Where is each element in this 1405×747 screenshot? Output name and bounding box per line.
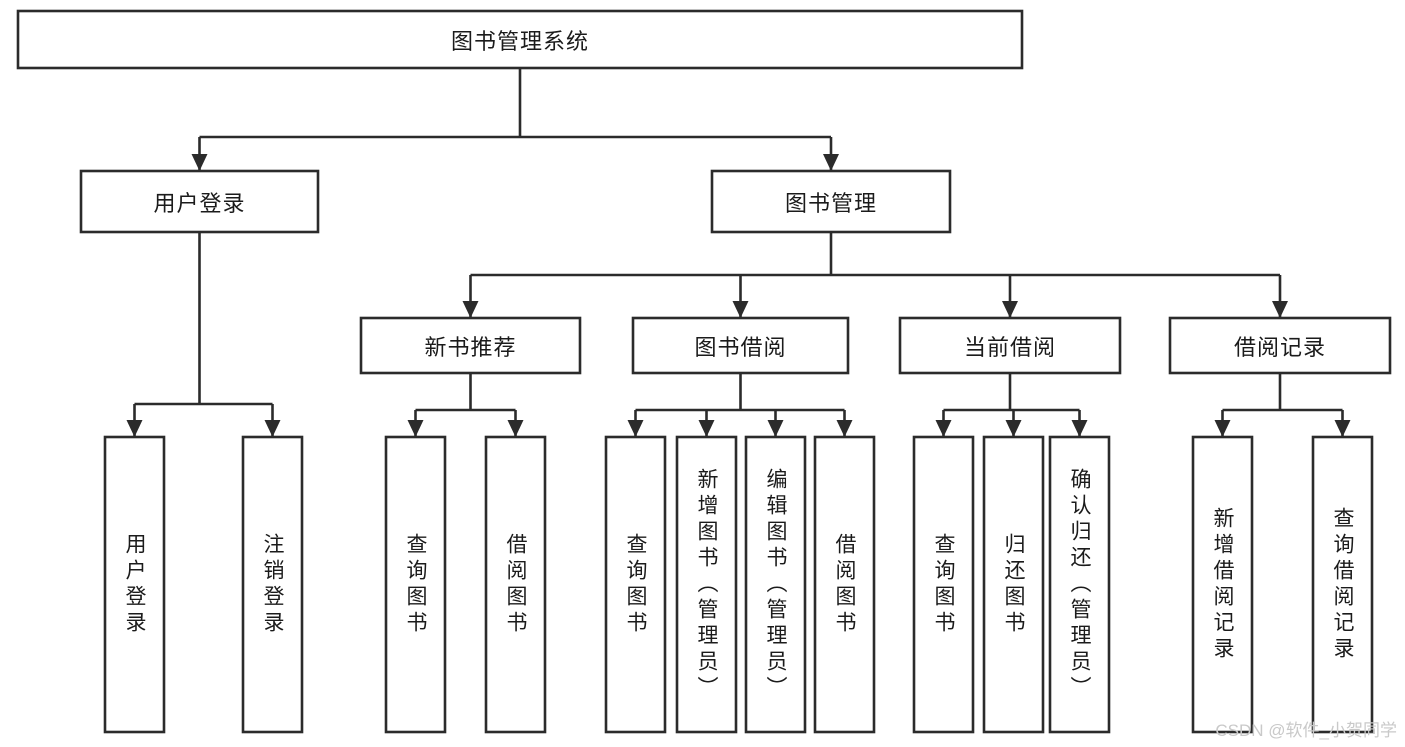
node-leaf-return-book[interactable] (982, 435, 1045, 734)
arrowhead-icon (126, 420, 143, 437)
node-leaf-edit-book[interactable] (744, 435, 807, 734)
arrowhead-icon (407, 420, 424, 437)
node-leaf-confirm-return[interactable] (1048, 435, 1111, 734)
node-current-borrow[interactable] (898, 316, 1122, 375)
arrowhead-icon (732, 301, 749, 318)
arrowhead-icon (264, 420, 281, 437)
node-book-manage[interactable] (710, 169, 952, 234)
arrowhead-icon (767, 420, 784, 437)
arrowhead-icon (1272, 301, 1288, 318)
arrowhead-icon (627, 420, 644, 437)
arrowhead-icon (507, 420, 524, 437)
arrowhead-icon (191, 154, 208, 171)
connector-layer (126, 68, 1351, 437)
arrowhead-icon (1334, 420, 1351, 437)
node-root[interactable] (16, 9, 1024, 70)
arrowhead-icon (1214, 420, 1231, 437)
node-new-book-recommend[interactable] (359, 316, 582, 375)
node-leaf-borrow-book[interactable] (813, 435, 876, 734)
arrowhead-icon (698, 420, 715, 437)
node-borrow-record[interactable] (1168, 316, 1392, 375)
node-user-login[interactable] (79, 169, 320, 234)
arrowhead-icon (1005, 420, 1022, 437)
arrowhead-icon (462, 301, 479, 318)
node-leaf-borrow-book-recommend[interactable] (484, 435, 547, 734)
arrowhead-icon (1071, 420, 1088, 437)
node-leaf-query-borrow-record[interactable] (1311, 435, 1374, 734)
node-leaf-add-borrow-record[interactable] (1191, 435, 1254, 734)
node-book-borrow[interactable] (631, 316, 850, 375)
node-leaf-query-book-borrow[interactable] (604, 435, 667, 734)
node-leaf-logout[interactable] (241, 435, 304, 734)
arrowhead-icon (935, 420, 952, 437)
node-box-layer (16, 9, 1392, 734)
node-leaf-user-login[interactable] (103, 435, 166, 734)
arrowhead-icon (1002, 301, 1018, 318)
arrowhead-icon (836, 420, 853, 437)
node-leaf-query-book-current[interactable] (912, 435, 975, 734)
node-leaf-add-book[interactable] (675, 435, 738, 734)
node-leaf-query-book-recommend[interactable] (384, 435, 447, 734)
arrowhead-icon (823, 154, 839, 171)
